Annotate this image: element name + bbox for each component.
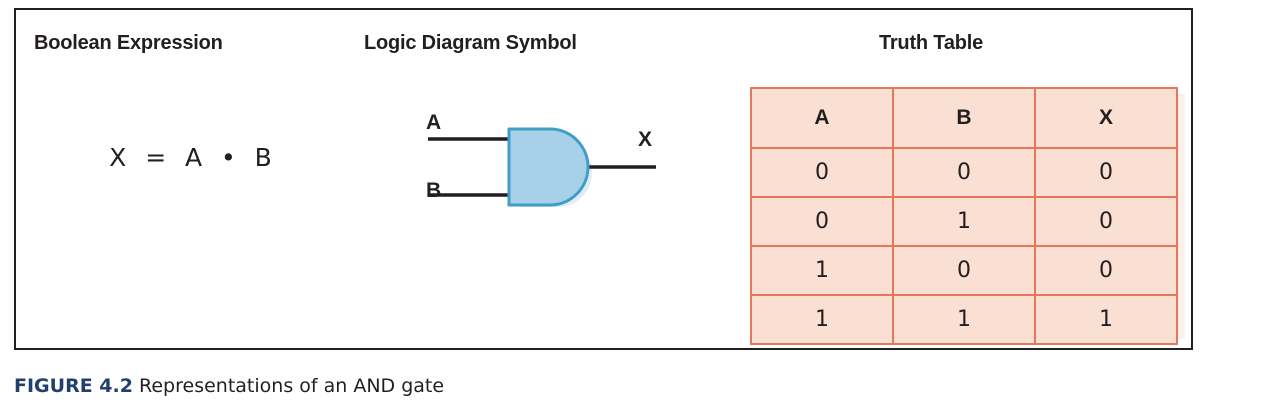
table-cell: 0: [750, 196, 894, 247]
figure-caption-text: Representations of an AND gate: [139, 375, 445, 397]
column-heading-truth-table: Truth Table: [878, 32, 984, 54]
table-header-cell-b: B: [892, 87, 1036, 149]
table-cell: 1: [750, 245, 894, 296]
table-cell: 0: [1034, 245, 1178, 296]
table-header-cell-a: A: [750, 87, 894, 149]
gate-input-label-a: A: [426, 111, 442, 134]
figure-caption-label: FIGURE 4.2: [14, 375, 133, 397]
figure-frame: Boolean Expression Logic Diagram Symbol …: [14, 8, 1193, 350]
gate-output-label-x: X: [638, 128, 653, 151]
truth-table-container: A B X 0 0 0 0 1 0 1 0: [750, 87, 1185, 345]
column-heading-boolean-expression: Boolean Expression: [34, 32, 223, 54]
gate-input-label-b: B: [426, 179, 442, 202]
table-cell: 1: [892, 294, 1036, 345]
figure-caption: FIGURE 4.2 Representations of an AND gat…: [14, 375, 444, 397]
boolean-expression: X = A • B: [109, 143, 273, 172]
and-gate-icon: [428, 127, 656, 207]
table-cell: 0: [750, 147, 894, 198]
table-cell: 0: [892, 245, 1036, 296]
table-row: 0 0 0: [750, 147, 1178, 198]
table-cell: 0: [1034, 147, 1178, 198]
truth-table: A B X 0 0 0 0 1 0 1 0: [750, 87, 1178, 345]
table-cell: 1: [892, 196, 1036, 247]
table-row: 1 0 0: [750, 245, 1178, 296]
table-header-cell-x: X: [1034, 87, 1178, 149]
table-cell: 1: [1034, 294, 1178, 345]
and-gate-logic-diagram: A B X: [356, 85, 696, 235]
table-cell: 1: [750, 294, 894, 345]
table-cell: 0: [1034, 196, 1178, 247]
table-row: 0 1 0: [750, 196, 1178, 247]
table-cell: 0: [892, 147, 1036, 198]
table-header-row: A B X: [750, 87, 1178, 149]
table-row: 1 1 1: [750, 294, 1178, 345]
column-heading-logic-diagram-symbol: Logic Diagram Symbol: [364, 32, 577, 54]
